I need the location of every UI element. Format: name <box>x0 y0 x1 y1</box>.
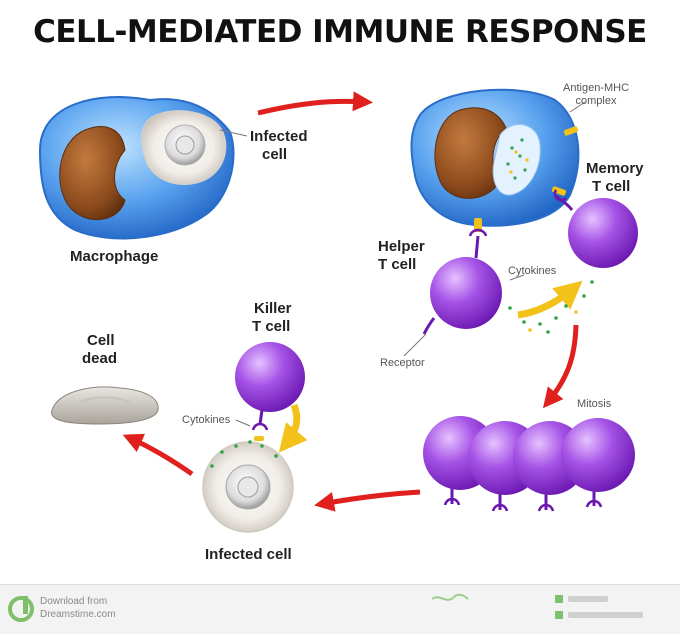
id-line-1 <box>568 596 608 602</box>
arrow-to-infected <box>314 489 421 512</box>
dead-cell <box>51 386 159 425</box>
label-dead-line1: Cell <box>87 332 115 349</box>
id-marker-icon <box>555 595 563 603</box>
infected-cell-bottom <box>202 436 294 533</box>
dreamstime-logo-icon <box>8 596 34 622</box>
mitosis-t-cells <box>423 416 635 512</box>
pointer-antigen <box>569 101 586 113</box>
cytokine-dots-right <box>508 280 594 334</box>
arrow-to-mitosis <box>542 324 579 409</box>
label-infected-cell-top: Infected cell <box>250 128 308 164</box>
label-mitosis: Mitosis <box>577 398 612 410</box>
memory-t-cell <box>553 189 638 268</box>
author-marker-icon <box>555 611 563 619</box>
label-memory-line2: T cell <box>592 178 631 195</box>
label-memory-line1: Memory <box>586 160 644 177</box>
label-helper-line1: Helper <box>378 238 425 255</box>
pointer-cytokines-left <box>235 419 251 427</box>
watermark-footer: Download from Dreamstime.com <box>0 584 680 634</box>
label-killer-line2: T cell <box>252 318 291 335</box>
label-antigen-line1: Antigen-MHC <box>563 82 630 94</box>
cytokine-arrow-left <box>278 403 308 453</box>
macrophage-cell <box>38 96 235 240</box>
watermark-flourish-icon <box>431 593 469 601</box>
label-cell-dead: Cell dead <box>82 332 117 368</box>
label-cytokines-right: Cytokines <box>508 265 557 277</box>
label-antigen-mhc: Antigen-MHC complex <box>563 82 629 108</box>
label-infected-cell-bottom: Infected cell <box>205 546 292 563</box>
mitosis-cell-4 <box>561 418 635 508</box>
cytokine-arrow-right <box>517 280 583 319</box>
label-receptor: Receptor <box>380 357 425 369</box>
arrow-top <box>257 91 373 116</box>
arrow-to-dead <box>122 433 194 477</box>
label-cytokines-left: Cytokines <box>182 414 231 426</box>
pointer-cytokines-right <box>509 274 525 281</box>
helper-t-cell <box>422 228 502 335</box>
killer-t-cell <box>235 342 305 431</box>
watermark-download-text: Download from <box>40 596 108 607</box>
label-macrophage: Macrophage <box>70 248 159 265</box>
label-helper-line2: T cell <box>378 256 417 273</box>
label-antigen-line2: complex <box>575 95 617 107</box>
label-helper-t-cell: Helper T cell <box>378 238 425 274</box>
pointer-infected-top <box>219 129 248 137</box>
label-killer-line1: Killer <box>254 300 292 317</box>
id-line-2 <box>568 612 643 618</box>
pointer-receptor <box>403 333 427 357</box>
label-memory-t-cell: Memory T cell <box>586 160 644 196</box>
watermark-site-text: Dreamstime.com <box>40 609 116 620</box>
label-killer-t-cell: Killer T cell <box>252 300 292 336</box>
page-title: CELL-MEDIATED IMMUNE RESPONSE <box>33 14 647 50</box>
label-infected-line2: cell <box>262 146 288 163</box>
label-infected-line1: Infected <box>250 128 308 145</box>
label-dead-line2: dead <box>82 350 118 367</box>
presenting-macrophage-cell <box>410 88 580 232</box>
